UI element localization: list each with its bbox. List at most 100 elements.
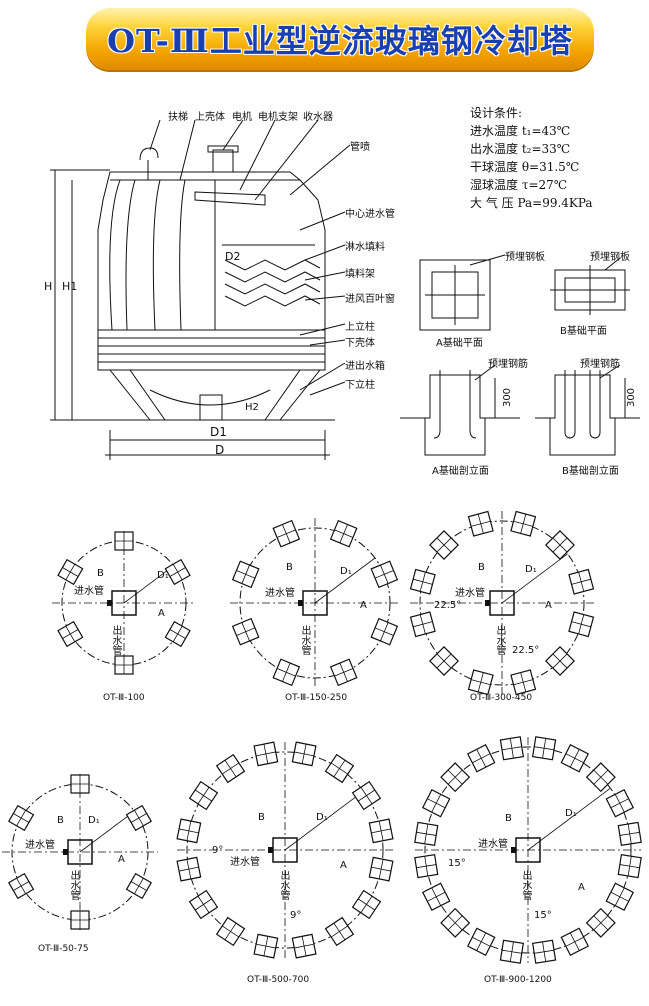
- layout-6-angle1: 15°: [448, 858, 466, 869]
- label-louver: 进风百叶窗: [345, 294, 395, 305]
- label-upper-column: 上立柱: [345, 322, 375, 333]
- layout-1-inlet: 进水管: [74, 586, 104, 597]
- radius-line: [527, 787, 611, 851]
- column-footing: [291, 741, 317, 767]
- column-footing: [585, 907, 616, 938]
- column-footing: [176, 856, 202, 882]
- inlet-pipe-marker: [298, 600, 303, 606]
- radius-line: [284, 790, 364, 851]
- foundation-b-plan: [550, 257, 630, 315]
- column-footing: [164, 620, 191, 648]
- label-fill: 淋水填料: [345, 242, 385, 253]
- radius-line: [314, 557, 376, 604]
- layout-3-inlet: 进水管: [455, 588, 485, 599]
- layout-1-b: B: [97, 568, 104, 579]
- layout-4-d1: D₁: [88, 815, 100, 826]
- column-footing: [510, 510, 537, 537]
- column-footing: [329, 519, 358, 548]
- label-sprinkler: 管喷: [350, 142, 370, 153]
- column-footing: [617, 853, 642, 879]
- layout-4: [2, 774, 158, 930]
- dim-300-a: 300: [502, 387, 514, 408]
- column-footing: [272, 519, 301, 548]
- column-footing: [440, 762, 471, 793]
- label-water-collector: 收水器: [303, 112, 333, 123]
- label-b-plan: B基础平面: [560, 326, 607, 337]
- column-footing: [324, 753, 355, 784]
- layout-5-a: A: [340, 860, 347, 871]
- design-line: 进水温度 t₁=43℃: [470, 124, 571, 138]
- column-footing: [368, 856, 394, 882]
- layout-3-d1: D₁: [525, 564, 537, 575]
- layout-1-a: A: [158, 608, 165, 619]
- label-motor-bracket: 电机支架: [258, 112, 298, 123]
- column-footing: [409, 611, 436, 638]
- column-footing: [70, 910, 90, 930]
- column-footing: [414, 821, 439, 847]
- layout-3-angle2: 22.5°: [512, 645, 540, 656]
- layout-5-d1: D₁: [316, 812, 328, 823]
- column-footing: [368, 818, 394, 844]
- layout-1-d1: D₁: [157, 570, 169, 581]
- label-a-section: A基础剖立面: [432, 466, 489, 477]
- column-footing: [57, 620, 84, 648]
- column-footing: [70, 774, 90, 794]
- column-footing: [499, 939, 525, 964]
- layout-5-angle2: 9°: [290, 910, 302, 921]
- foundation-a-section: [400, 364, 520, 456]
- layout-1: [52, 531, 196, 675]
- layout-4-inlet: 进水管: [25, 840, 55, 851]
- column-footing: [467, 510, 494, 537]
- label-fill-rack: 填料架: [345, 269, 375, 280]
- column-footing: [531, 736, 557, 761]
- caption-layout-3: OT-Ⅲ-300-450: [470, 693, 533, 703]
- foundation-a-plan: [419, 254, 506, 331]
- column-footing: [114, 655, 134, 675]
- dim-d: D: [215, 443, 225, 457]
- column-footing: [188, 889, 219, 920]
- dim-300-b: 300: [626, 387, 638, 408]
- column-footing: [440, 907, 471, 938]
- layout-1-outlet: 出水管: [110, 625, 121, 655]
- column-footing: [291, 933, 317, 959]
- label-embedded-bar-a: 预埋钢筋: [488, 359, 528, 370]
- column-footing: [429, 530, 460, 561]
- column-footing: [409, 568, 436, 595]
- column-footing: [231, 560, 260, 589]
- layout-4-b: B: [57, 815, 64, 826]
- column-footing: [370, 617, 399, 646]
- layout-2-d1: D₁: [340, 566, 352, 577]
- layout-3-b: B: [478, 562, 485, 573]
- column-footing: [188, 780, 219, 811]
- layout-2: [230, 518, 400, 688]
- inlet-pipe-marker: [485, 600, 490, 606]
- label-embedded-bar-b: 预埋钢筋: [580, 359, 620, 370]
- column-footing: [605, 788, 635, 818]
- column-footing: [114, 531, 134, 551]
- column-footing: [531, 939, 557, 964]
- caption-layout-6: OT-Ⅲ-900-1200: [484, 975, 552, 985]
- column-footing: [215, 916, 246, 947]
- layout-2-a: A: [360, 600, 367, 611]
- title-banner: OT-Ⅲ工业型逆流玻璃钢冷却塔: [86, 8, 594, 70]
- inlet-pipe-marker: [268, 847, 273, 853]
- layout-diagrams: [2, 510, 642, 964]
- label-a-plan: A基础平面: [436, 338, 483, 349]
- layout-6-angle2: 15°: [534, 910, 552, 921]
- layout-3-angle1: 22.5°: [434, 600, 462, 611]
- caption-layout-5: OT-Ⅲ-500-700: [247, 975, 310, 985]
- caption-layout-1: OT-Ⅲ-100: [103, 693, 145, 703]
- column-footing: [125, 804, 153, 832]
- column-footing: [467, 669, 494, 696]
- column-footing: [499, 736, 525, 761]
- column-footing: [421, 788, 451, 818]
- design-line: 大 气 压 Pa=99.4KPa: [470, 196, 593, 210]
- column-footing: [253, 933, 279, 959]
- layout-4-outlet: 出水管: [68, 870, 79, 900]
- layout-5-angle1: 9°: [212, 845, 224, 856]
- layout-4-a: A: [118, 854, 125, 865]
- column-footing: [7, 872, 35, 900]
- radius-line: [79, 810, 135, 853]
- column-footing: [272, 658, 301, 687]
- design-heading: 设计条件:: [470, 106, 523, 120]
